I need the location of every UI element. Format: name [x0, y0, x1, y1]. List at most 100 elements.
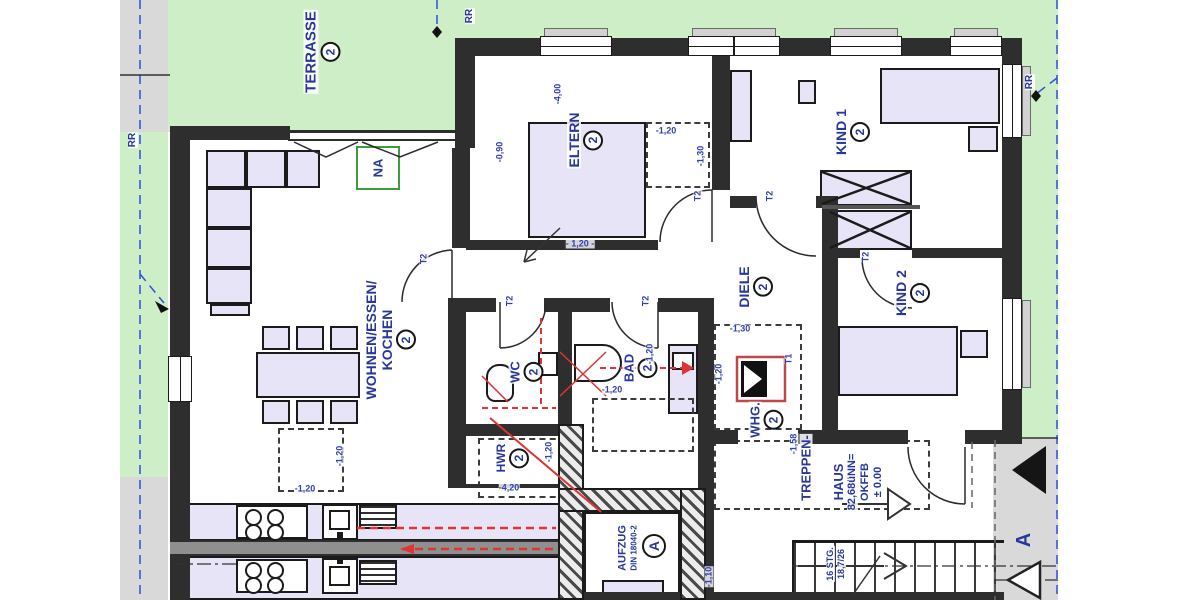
- kind2-nightstand: [960, 330, 988, 358]
- wall-stair-top-a: [700, 430, 738, 444]
- door-tag-t2: T2: [860, 251, 871, 263]
- burner-icon: [267, 577, 284, 594]
- sofa-cushion: [206, 228, 252, 268]
- burner-icon: [245, 524, 262, 541]
- sofa-cushion: [246, 150, 286, 188]
- dim-label: -4,00: [552, 83, 563, 105]
- dishwasher-upper: [359, 504, 397, 529]
- left-strip-gray-bottom: [120, 477, 168, 600]
- wall-eltern-left-upper: [455, 38, 475, 148]
- dim-label: -0,90: [494, 141, 505, 163]
- dining-chair: [262, 326, 290, 350]
- wall-kind2-left: [822, 258, 838, 438]
- sofa-cushion: [286, 150, 320, 188]
- kind1-closet: [730, 70, 752, 142]
- dim-label: - 1,20 -: [565, 238, 595, 249]
- wall-living-right: [448, 300, 466, 486]
- dim-label: -4,20: [498, 482, 520, 493]
- room-number-badge: 2: [320, 42, 341, 62]
- wall-left: [170, 126, 190, 560]
- dim-label: -1,20: [334, 445, 345, 467]
- terrace-edge-line2: [288, 139, 458, 141]
- door-tag-t2: T2: [418, 253, 429, 265]
- wall-elevator-bottom: [558, 592, 708, 600]
- wall-stair-top-b: [798, 430, 908, 444]
- window-sill: [1022, 300, 1031, 388]
- door-tag-t2: T2: [640, 295, 651, 307]
- window-eltern: [540, 36, 612, 56]
- kind2-wardrobe: [828, 210, 912, 250]
- wall-wc-bottom: [450, 424, 572, 436]
- bad-shower-dashed: [592, 398, 694, 452]
- burner-icon: [245, 577, 262, 594]
- terrace-edge-line1: [288, 130, 458, 133]
- wall-kind-divider-b: [912, 248, 1002, 258]
- room-number-badge: 2: [753, 277, 773, 298]
- dim-label: -1,20: [655, 125, 677, 136]
- wall-stair-top-c: [965, 430, 1022, 444]
- dining-table: [256, 352, 360, 398]
- sofa-end: [210, 304, 250, 316]
- wall-kitchen-band: [170, 540, 562, 556]
- wall-wcbad-top-b: [544, 298, 610, 312]
- room-number-badge: 2: [523, 362, 544, 383]
- dim-label: -1,58: [788, 433, 799, 455]
- wall-kind-divider-a: [822, 248, 860, 258]
- bad-washbasin: [672, 352, 694, 370]
- elevator-marker-badge: A: [642, 534, 666, 558]
- room-number-badge: 2: [763, 410, 784, 431]
- dim-label: -1,20: [713, 363, 724, 385]
- dishwasher-lower: [359, 560, 397, 585]
- dim-label: -1,30: [729, 323, 751, 334]
- door-tag-t2: T2: [692, 190, 703, 202]
- room-number-badge: 2: [850, 122, 870, 142]
- dim-label: -1,20: [294, 483, 316, 494]
- kind1-nightstand: [968, 126, 998, 152]
- wall-wcbad-top-a: [448, 298, 496, 312]
- dim-label: -1,30: [695, 145, 706, 167]
- dining-chair: [296, 400, 324, 424]
- stair-treads: [792, 540, 1004, 600]
- faucet-dot: [337, 532, 343, 540]
- door-tag-t1: T1: [783, 353, 794, 365]
- wall-stair-bottom: [714, 592, 1004, 600]
- dim-label: -1,20: [543, 441, 554, 463]
- door-tag-t2: T2: [764, 190, 775, 202]
- wall-eltern-left-lower: [452, 148, 470, 248]
- sofa-cushion: [206, 150, 246, 188]
- room-number-badge: 2: [509, 448, 529, 469]
- window-kind1-right: [1002, 64, 1022, 138]
- left-strip-gray-top: [120, 0, 168, 132]
- eltern-wardrobe-dashed: [646, 122, 710, 188]
- window-sill: [1022, 66, 1031, 136]
- kind1-nightstand-left: [798, 80, 816, 104]
- wall-wc-bad-divider: [558, 310, 572, 424]
- window-top-right: [950, 36, 1002, 56]
- room-number-badge: 2: [910, 283, 930, 303]
- kind2-bed: [838, 326, 958, 396]
- door-tag-t2: T2: [504, 295, 515, 307]
- dim-label: -1,10: [703, 566, 714, 588]
- sofa-cushion: [206, 188, 252, 228]
- window-kind2-right: [1002, 298, 1022, 390]
- wall-wcbad-top-c: [658, 298, 700, 312]
- burner-icon: [267, 524, 284, 541]
- dining-chair: [330, 326, 358, 350]
- dim-label: -1,20: [644, 343, 655, 365]
- elevator-shaft-right: [680, 488, 706, 600]
- bathtub: [574, 344, 622, 382]
- left-strip-green: [120, 132, 168, 477]
- window-kind1-top: [830, 36, 902, 56]
- wall-diele-top-a: [730, 196, 756, 208]
- dining-chair: [262, 400, 290, 424]
- dim-label: -1,20: [601, 384, 623, 395]
- sink-basin-lower: [329, 566, 350, 586]
- room-number-badge: 2: [396, 330, 416, 351]
- wall-eltern-kind1: [712, 38, 730, 190]
- faucet-dot: [337, 556, 343, 564]
- stair-landing-dashed: [714, 440, 930, 510]
- wall-living-top: [170, 126, 290, 140]
- room-number-badge: 2: [583, 130, 603, 150]
- elevator-shaft-left: [558, 424, 584, 600]
